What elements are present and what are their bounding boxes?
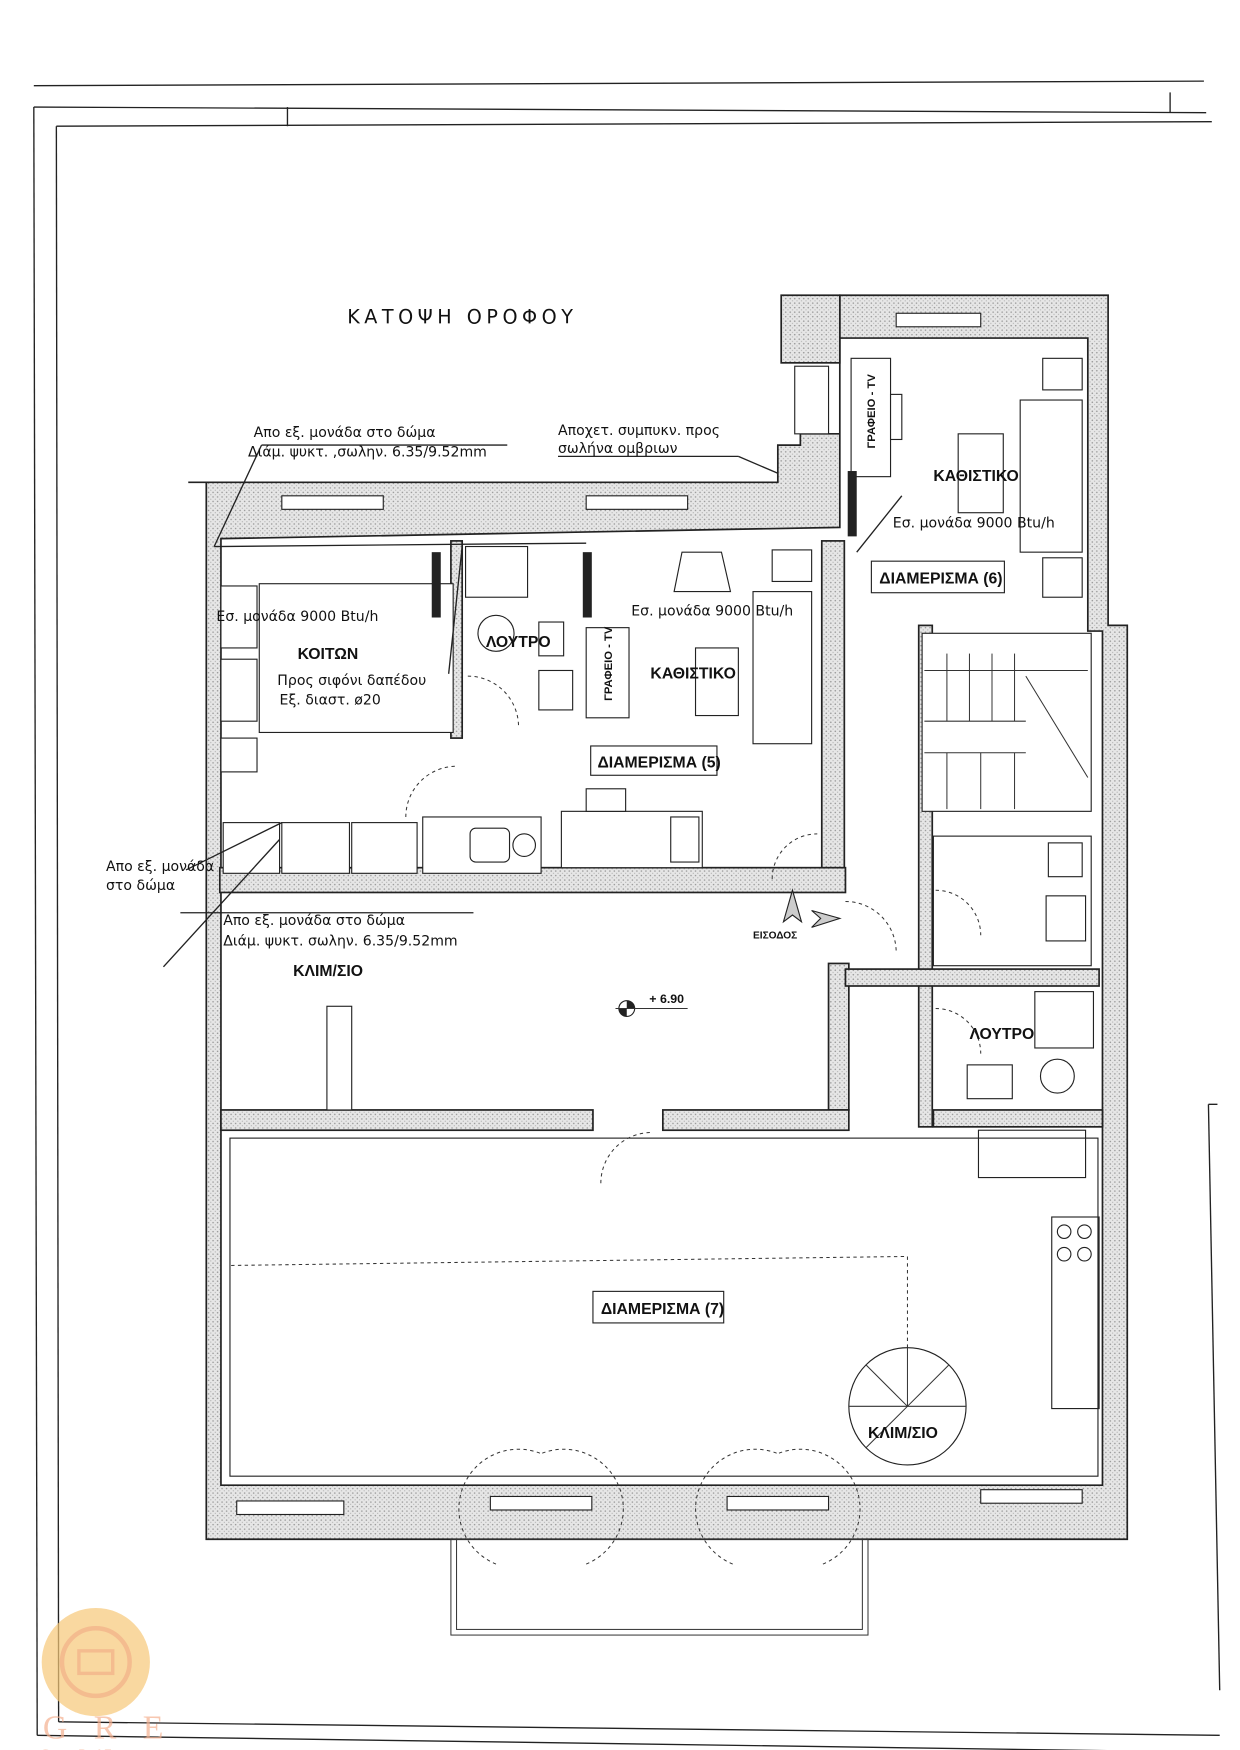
room-bedroom: ΚΟΙΤΩΝ [298,646,359,663]
entrance-label: ΕΙΣΟΔΟΣ [753,931,797,942]
ac-units [162,444,903,968]
svg-text:Greece Real Estate: Greece Real Estate [41,1747,136,1750]
floor-drain-note: Προς σιφόνι δαπέδου [277,673,426,689]
room-ac: ΚΛΙΜ/ΣΙΟ [293,963,363,980]
sheet-frame [33,80,1221,1750]
entrance-arrow-icon [782,888,803,924]
balcony-inner [456,1538,863,1630]
furniture [220,357,1100,1477]
windows [236,312,1083,1516]
room-office-apt5: ΓΡΑΦΕΙΟ - TV [603,626,615,701]
indoor-unit-label-apt6: Εσ. μονάδα 9000 Btu/h [893,515,1055,531]
mid-pipe-note: Απο εξ. μονάδα στο δώμα [223,913,405,929]
doors [405,675,982,1565]
room-stairs: ΚΛΙΜ/ΣΙΟ [868,1425,938,1442]
apartment-7-label: ΔΙΑΜΕΡΙΣΜΑ (7) [601,1301,724,1318]
drawing-title: ΚΑΤΟΨΗ ΟΡΟΦΟΥ [347,305,577,328]
balcony [450,1538,869,1636]
elevation-label: + 6.90 [649,992,684,1006]
room-bathroom-apt5: ΛΟΥΤΡΟ [486,634,551,651]
spiral-staircase [231,1255,967,1466]
pipe-diameter-note: Διάμ. ψυκτ. ,σωλην. 6.35/9.52mm [248,444,487,460]
indoor-unit-label-apt5: Εσ. μονάδα 9000 Btu/h [631,603,793,619]
apartment-6-label: ΔΙΑΜΕΡΙΣΜΑ (6) [879,571,1002,588]
mid-pipe-diameter: Διάμ. ψυκτ. σωλην. 6.35/9.52mm [223,933,457,949]
condensate-note: Αποχετ. συμπυκν. προς [558,423,720,439]
room-living-apt6: ΚΑΘΙΣΤΙΚΟ [933,468,1018,485]
staircase [921,632,1092,812]
condensate-note-2: σωλήνα ομβριων [558,441,678,457]
left-pipe-note: Απο εξ. μονάδα [106,859,214,875]
room-labels: ΚΟΙΤΩΝ ΛΟΥΤΡΟ ΓΡΑΦΕΙΟ - TV ΚΑΘΙΣΤΙΚΟ ΓΡΑ… [293,374,1034,1442]
room-office-apt6: ΓΡΑΦΕΙΟ - TV [866,374,878,449]
room-living-apt5: ΚΑΘΙΣΤΙΚΟ [650,665,735,682]
indoor-unit-label-bedroom: Εσ. μονάδα 9000 Btu/h [216,609,378,625]
annotations: Απο εξ. μονάδα στο δώμα Διάμ. ψυκτ. ,σωλ… [106,423,1055,1017]
gre-logo: G R E Greece Real Estate [41,1608,173,1750]
svg-text:G R E: G R E [43,1710,173,1747]
walls [188,294,1129,1541]
elevation-marker-icon [615,1000,688,1017]
left-pipe-note-2: στο δώμα [106,878,175,894]
entrance-arrow-icon-2 [811,909,842,928]
floor-drain-diameter: Εξ. διαστ. ø20 [280,692,381,708]
room-bathroom-apt6: ΛΟΥΤΡΟ [969,1026,1034,1043]
apartment-5-label: ΔΙΑΜΕΡΙΣΜΑ (5) [597,754,720,771]
pipe-note: Απο εξ. μονάδα στο δώμα [254,425,436,441]
